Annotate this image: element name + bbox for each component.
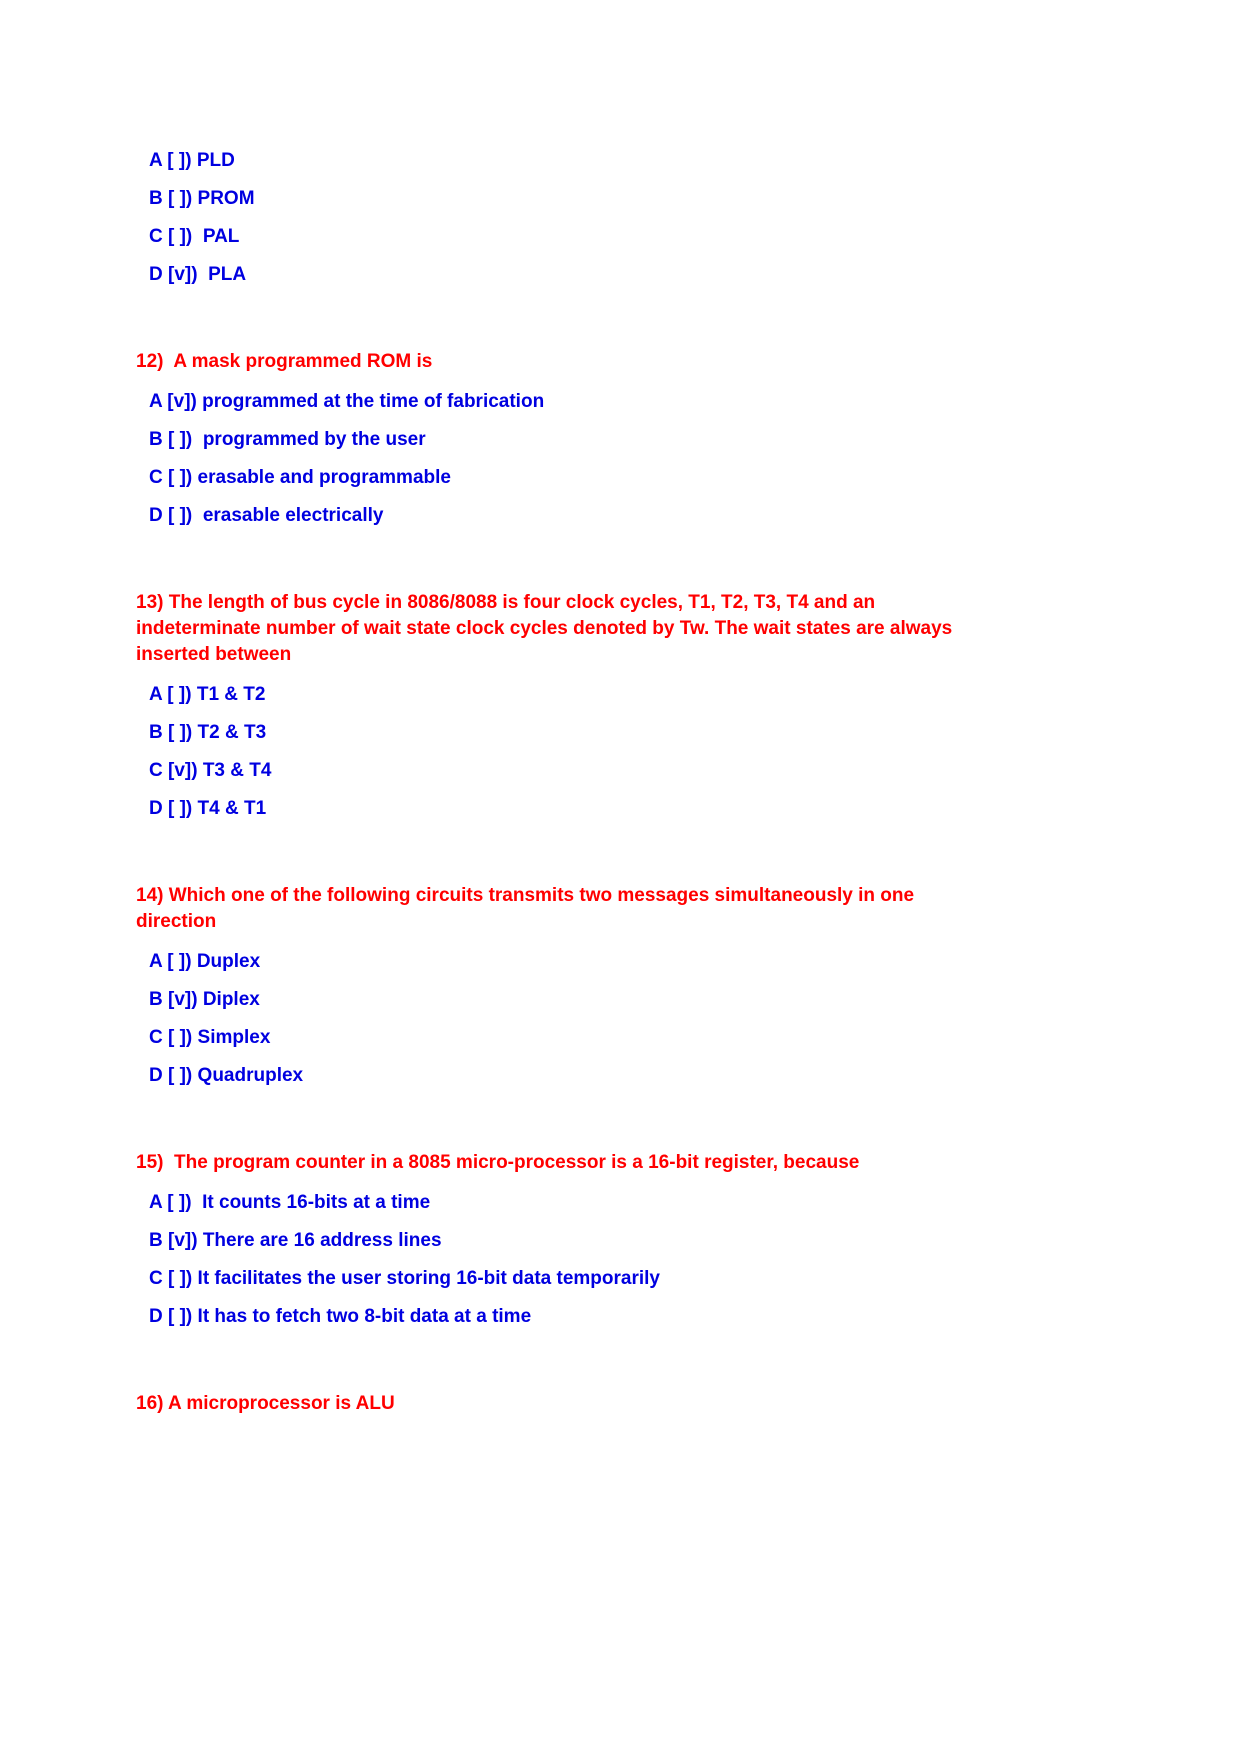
question-11-option-a[interactable]: A [ ]) PLD	[149, 150, 235, 171]
question-12: 12) A mask programmed ROM is A [v]) prog…	[136, 349, 1200, 526]
question-11: A [ ]) PLD B [ ]) PROM C [ ]) PAL D [v])…	[136, 150, 1200, 285]
question-16: 16) A microprocessor is ALU	[136, 1391, 1200, 1417]
question-15-text: 15) The program counter in a 8085 micro-…	[136, 1152, 860, 1173]
question-14-option-a[interactable]: A [ ]) Duplex	[149, 951, 261, 972]
question-12-option-a[interactable]: A [v]) programmed at the time of fabrica…	[149, 391, 545, 412]
question-13-option-d[interactable]: D [ ]) T4 & T1	[149, 798, 267, 819]
question-13-option-a[interactable]: A [ ]) T1 & T2	[149, 684, 266, 705]
question-11-option-c[interactable]: C [ ]) PAL	[149, 226, 240, 247]
question-14-option-b[interactable]: B [v]) Diplex	[149, 989, 260, 1010]
question-12-option-c[interactable]: C [ ]) erasable and programmable	[149, 467, 451, 488]
question-13-option-b[interactable]: B [ ]) T2 & T3	[149, 722, 267, 743]
question-15-option-b[interactable]: B [v]) There are 16 address lines	[149, 1230, 442, 1251]
question-14-text: 14) Which one of the following circuits …	[136, 885, 915, 932]
question-12-option-d[interactable]: D [ ]) erasable electrically	[149, 505, 384, 526]
question-14: 14) Which one of the following circuits …	[136, 883, 1200, 1086]
question-16-text: 16) A microprocessor is ALU	[136, 1393, 395, 1414]
question-11-option-d[interactable]: D [v]) PLA	[149, 264, 247, 285]
question-13: 13) The length of bus cycle in 8086/8088…	[136, 590, 1200, 819]
question-15-option-c[interactable]: C [ ]) It facilitates the user storing 1…	[149, 1268, 660, 1289]
question-13-option-c[interactable]: C [v]) T3 & T4	[149, 760, 272, 781]
question-12-option-b[interactable]: B [ ]) programmed by the user	[149, 429, 426, 450]
question-12-text: 12) A mask programmed ROM is	[136, 351, 433, 372]
question-15: 15) The program counter in a 8085 micro-…	[136, 1150, 1200, 1327]
question-14-option-c[interactable]: C [ ]) Simplex	[149, 1027, 271, 1048]
question-15-option-a[interactable]: A [ ]) It counts 16-bits at a time	[149, 1192, 431, 1213]
question-11-option-b[interactable]: B [ ]) PROM	[149, 188, 255, 209]
question-13-text: 13) The length of bus cycle in 8086/8088…	[136, 592, 953, 665]
question-15-option-d[interactable]: D [ ]) It has to fetch two 8-bit data at…	[149, 1306, 532, 1327]
question-14-option-d[interactable]: D [ ]) Quadruplex	[149, 1065, 304, 1086]
